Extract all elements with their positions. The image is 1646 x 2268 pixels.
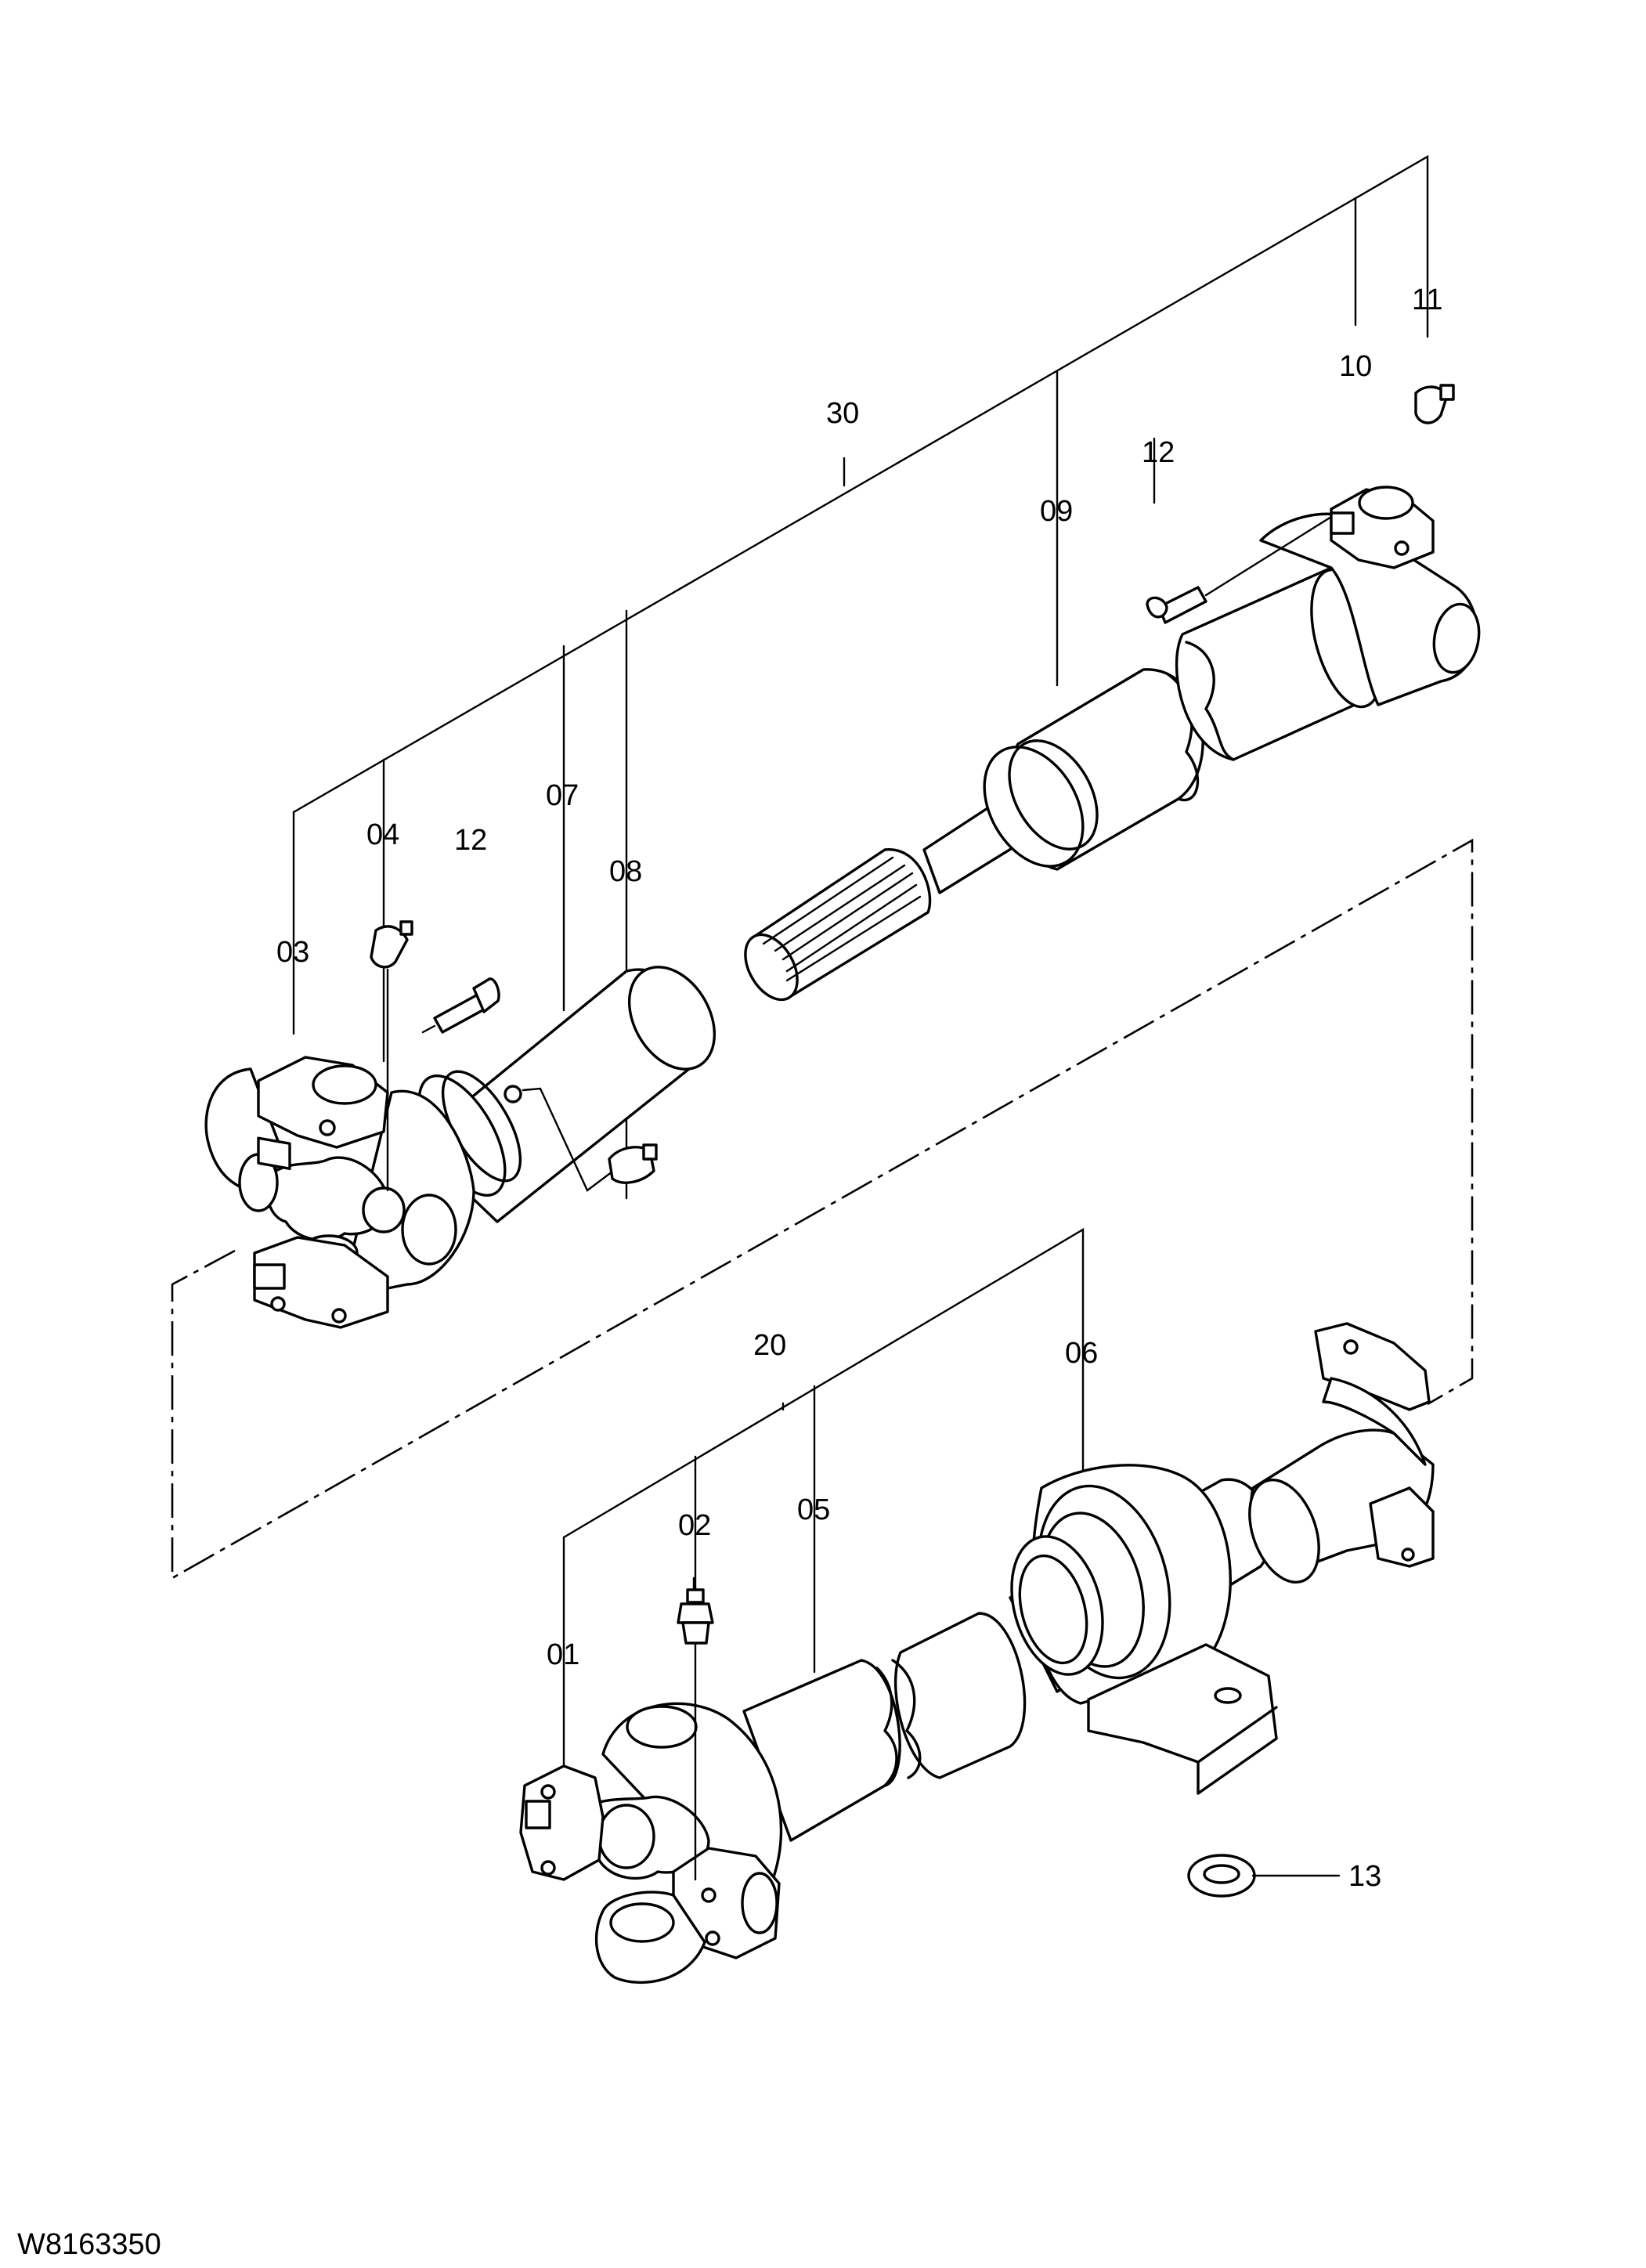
alignment-lines <box>171 838 1474 1580</box>
callout-04: 04 <box>366 818 399 851</box>
spline-shaft-09 <box>744 668 1204 1002</box>
callout-12-front: 12 <box>454 824 487 857</box>
grease-nipple-02 <box>677 1588 714 1881</box>
callout-06: 06 <box>1065 1337 1098 1370</box>
callout-30: 30 <box>826 397 859 430</box>
callout-13: 13 <box>1348 1860 1381 1893</box>
callout-05: 05 <box>797 1493 830 1526</box>
callout-labels: 30 09 12 10 11 04 12 07 08 03 20 06 02 0… <box>276 284 1442 1893</box>
callout-20: 20 <box>753 1329 786 1362</box>
callout-09: 09 <box>1040 495 1073 528</box>
rear-tube-yoke-10 <box>1146 486 1481 761</box>
front-yoke-assembly-01 <box>519 1702 783 1984</box>
grease-nipple-08 <box>608 1143 658 1184</box>
grease-nipple-04 <box>370 920 413 1192</box>
callout-01: 01 <box>547 1638 579 1671</box>
callout-03: 03 <box>276 936 309 969</box>
bolt-12-front <box>421 977 500 1034</box>
rear-tube-05 <box>742 1612 1027 1842</box>
washer-13 <box>1187 1854 1341 1898</box>
callout-08: 08 <box>609 855 642 888</box>
leader-lines-20 <box>562 1227 1085 1787</box>
callout-11: 11 <box>1412 284 1442 316</box>
grease-nipple-11 <box>1414 384 1455 424</box>
callout-10: 10 <box>1339 350 1372 383</box>
center-bearing-06 <box>1009 1322 1435 1795</box>
callout-07: 07 <box>546 779 579 812</box>
callout-12-rear: 12 <box>1142 436 1175 469</box>
front-tube-yoke-07 <box>413 966 717 1223</box>
drawing-number: W8163350 <box>17 2228 161 2261</box>
callout-02: 02 <box>678 1509 711 1542</box>
front-yoke-assembly-03 <box>204 1056 475 1329</box>
